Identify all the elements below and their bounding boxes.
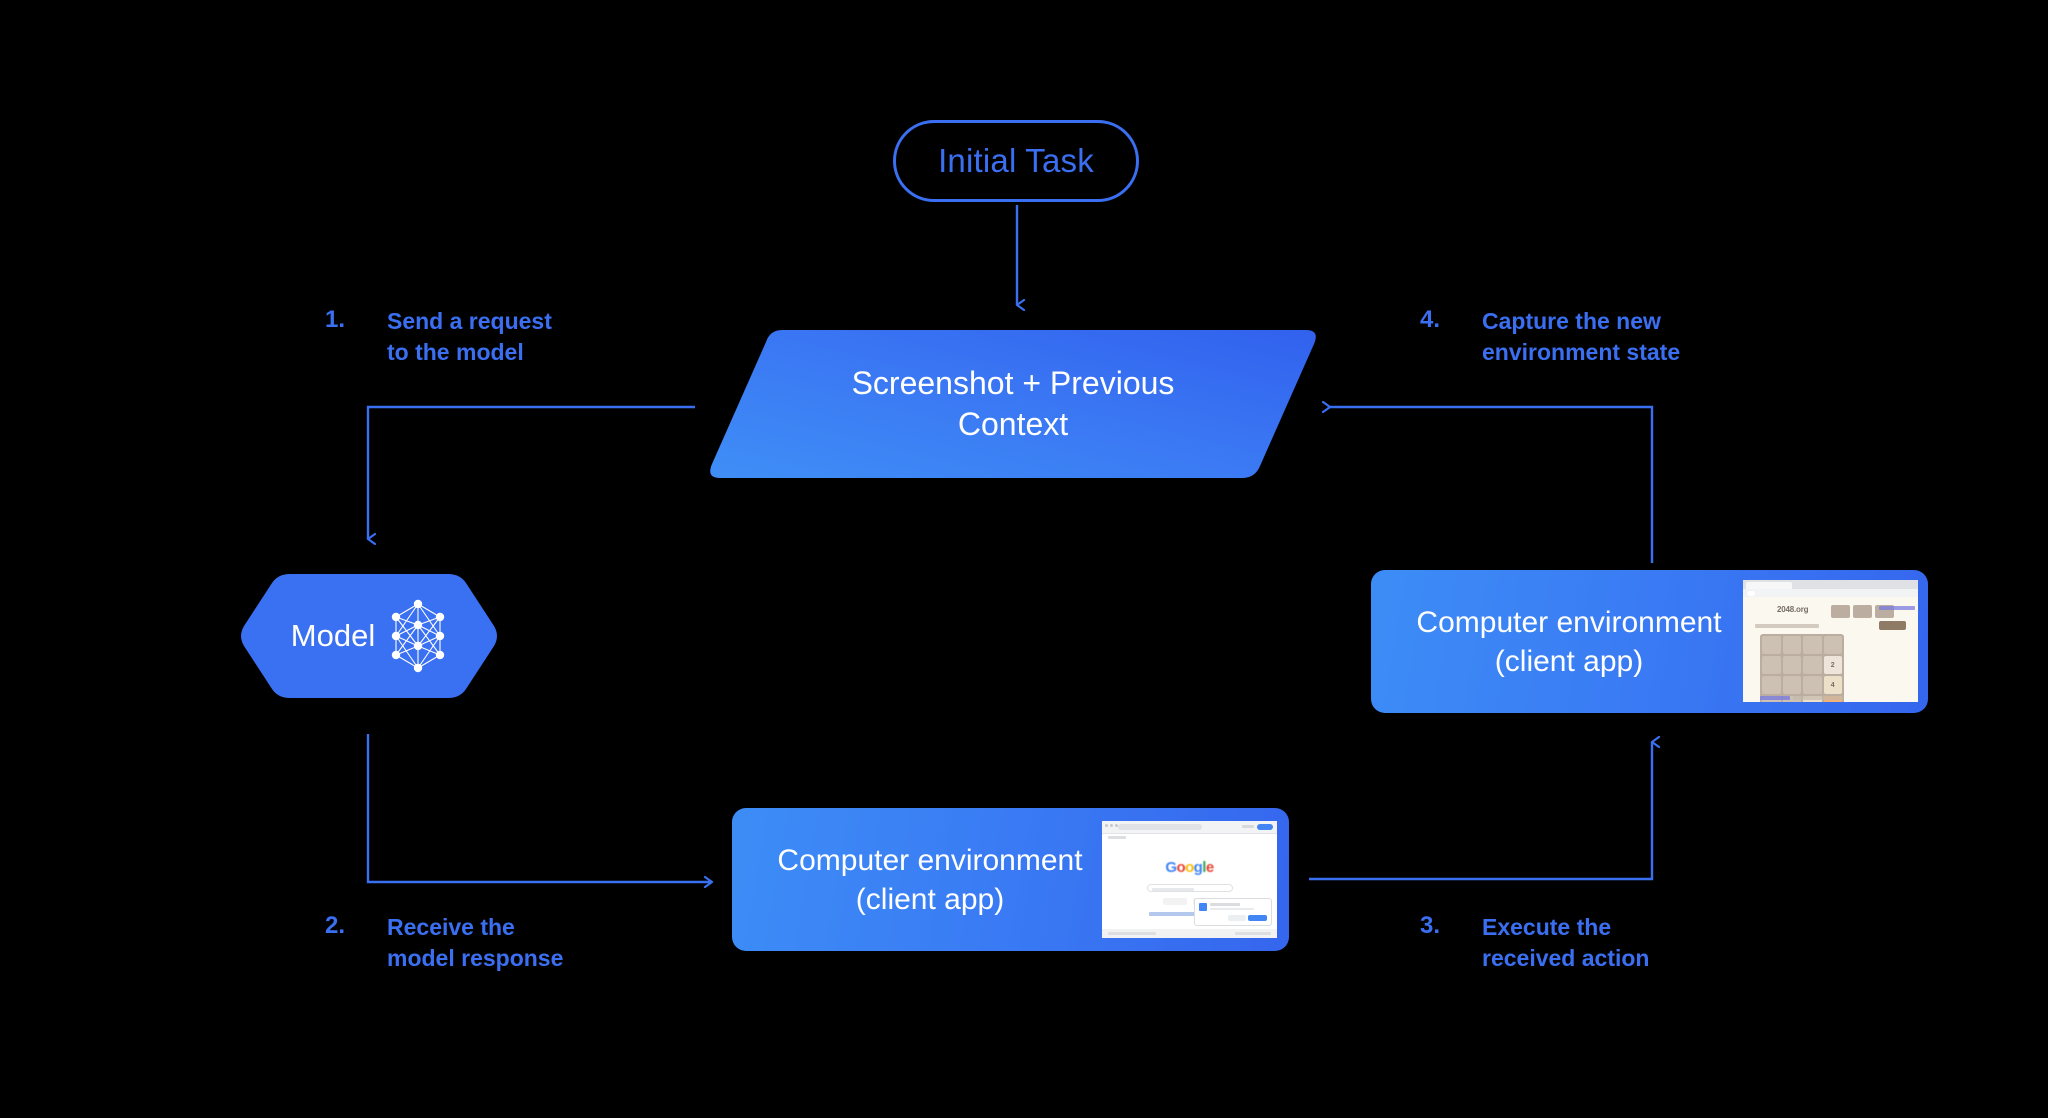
- env-right-label-line1: Computer environment: [1416, 605, 1722, 639]
- step-4-number: 4.: [1420, 306, 1441, 333]
- google-signin-dialog: [1194, 898, 1272, 926]
- step-3-number: 3.: [1420, 912, 1441, 939]
- google-offer-line: [1148, 912, 1231, 916]
- google-logo-letter: o: [1185, 859, 1194, 876]
- game-best-box: [1853, 605, 1872, 618]
- game-tile: [1762, 656, 1781, 674]
- game-new-game-button[interactable]: [1879, 621, 1906, 630]
- env-right-label-line2: (client app): [1494, 644, 1644, 678]
- browser-tab: [1746, 581, 1792, 589]
- game-subtitle: [1755, 624, 1819, 628]
- google-page-body: Google: [1102, 834, 1277, 938]
- step-1-text: Send a request to the model: [387, 308, 552, 365]
- computer-environment-bottom-node: Computer environment (client app) Google: [732, 808, 1289, 951]
- context-node: Screenshot + Previous Context: [706, 328, 1320, 480]
- env-bottom-label-line2: (client app): [855, 882, 1005, 916]
- google-logo-letter: g: [1193, 859, 1203, 876]
- game-tile: 4: [1823, 676, 1842, 694]
- back-icon: [1105, 824, 1108, 827]
- google-logo-letter: l: [1202, 859, 1206, 876]
- computer-environment-right-node: Computer environment (client app) 2048.o…: [1371, 570, 1928, 713]
- reload-icon: [1115, 824, 1118, 827]
- game-tile: [1782, 676, 1801, 694]
- game-score-box: [1831, 605, 1850, 618]
- model-node: Model: [238, 572, 500, 700]
- google-search-placeholder: [1151, 887, 1194, 891]
- google-search-thumbnail: Google: [1102, 821, 1277, 938]
- dialog-secondary-button: [1228, 915, 1246, 921]
- game-site-title: 2048.org: [1777, 605, 1809, 614]
- env-bottom-label-line1: Computer environment: [777, 843, 1083, 877]
- env-right-label-group: Computer environment (client app): [1393, 570, 1745, 713]
- game-tile: 2: [1823, 656, 1842, 674]
- google-footer: [1102, 929, 1277, 938]
- game-footer-text: [1793, 696, 1843, 700]
- dialog-account-icon: [1199, 903, 1207, 911]
- browser-url-pill: [1747, 590, 1755, 596]
- footer-links-left: [1108, 932, 1156, 935]
- game-tile: [1762, 676, 1781, 694]
- forward-icon: [1110, 824, 1113, 827]
- game-tile: [1782, 656, 1801, 674]
- google-logo-letter: o: [1176, 859, 1186, 876]
- step-2-number: 2.: [325, 912, 346, 939]
- browser-tabstrip: [1743, 580, 1918, 589]
- step-4: 4. Capture the new environment state: [1420, 306, 1680, 367]
- step-3-text: Execute the received action: [1482, 914, 1650, 971]
- env-bottom-label-group: Computer environment (client app): [754, 808, 1106, 951]
- dialog-body: [1210, 908, 1254, 910]
- step-3: 3. Execute the received action: [1420, 912, 1649, 973]
- step-2: 2. Receive the model response: [325, 912, 563, 973]
- browser-urlbar: [1743, 589, 1918, 597]
- game-tile: [1803, 676, 1822, 694]
- game-footer-link: [1760, 696, 1790, 700]
- step-1: 1. Send a request to the model: [325, 306, 552, 367]
- google-logo: Google: [1165, 859, 1214, 876]
- browser-toolbar-items: [1242, 825, 1254, 828]
- google-logo-letter: G: [1165, 859, 1177, 876]
- step-1-number: 1.: [325, 306, 346, 333]
- game-grid: 2 4 4 8: [1760, 634, 1844, 702]
- step-2-text: Receive the model response: [387, 914, 564, 971]
- dialog-primary-button: [1248, 915, 1267, 921]
- initial-task-node: Initial Task: [893, 120, 1139, 202]
- google-logo-letter: e: [1205, 859, 1214, 876]
- game-page-body: 2048.org 2: [1743, 597, 1918, 702]
- game-tile: [1782, 696, 1801, 702]
- footer-links-right: [1235, 932, 1271, 935]
- game-tile: [1803, 656, 1822, 674]
- game-tile: [1803, 636, 1822, 654]
- dialog-title: [1210, 903, 1240, 906]
- game-tile: [1823, 636, 1842, 654]
- google-search-button: [1162, 898, 1187, 905]
- game-header-links: [1879, 606, 1915, 610]
- google-search-input: [1146, 884, 1233, 892]
- game-tile: [1762, 636, 1781, 654]
- step-4-text: Capture the new environment state: [1482, 308, 1681, 365]
- game-tile: [1782, 636, 1801, 654]
- browser-nav-dots: [1105, 824, 1118, 827]
- google-subnav: [1108, 836, 1126, 839]
- game-2048-thumbnail: 2048.org 2: [1743, 580, 1918, 702]
- initial-task-label: Initial Task: [938, 142, 1094, 179]
- browser-signin-button: [1257, 824, 1273, 830]
- browser-address-bar: [1118, 823, 1202, 830]
